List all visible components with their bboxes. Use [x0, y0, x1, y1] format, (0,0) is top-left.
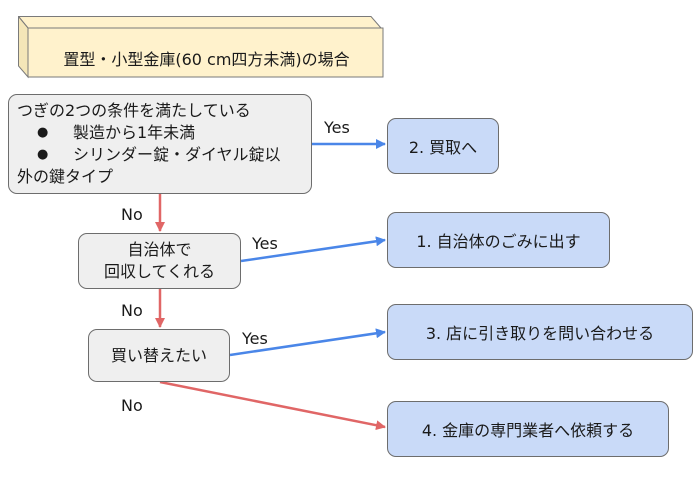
bullet-icon: ● — [37, 125, 49, 140]
no-label: No — [121, 205, 143, 224]
yes-label: Yes — [252, 234, 278, 253]
title-box-shape — [18, 16, 384, 79]
outcome-municipal: 1. 自治体のごみに出す — [387, 212, 610, 268]
condition-box: つぎの2つの条件を満たしている ● 製造から1年未満 ● シリンダー錠・ダイヤル… — [8, 94, 312, 194]
no-arrow-specialist — [159, 380, 386, 431]
condition-item-continued: 外の鍵タイプ — [17, 167, 114, 186]
rebuy-question: 買い替えたい — [88, 329, 230, 382]
title-text: 置型・小型金庫(60 cm四方未満)の場合 — [63, 50, 350, 69]
outcome-specialist: 4. 金庫の専門業者へ依頼する — [387, 401, 669, 457]
yes-arrow-municipal — [240, 236, 386, 263]
yes-label: Yes — [242, 329, 268, 348]
yes-label: Yes — [324, 118, 350, 137]
condition-item: ● 製造から1年未満 — [37, 123, 196, 142]
outcome-store: 3. 店に引き取りを問い合わせる — [387, 304, 693, 360]
condition-item: ● シリンダー錠・ダイヤル錠以 — [37, 145, 281, 164]
no-label: No — [121, 301, 143, 320]
title-box: 置型・小型金庫(60 cm四方未満)の場合 — [18, 16, 384, 79]
local-collection-question: 自治体で 回収してくれる — [78, 233, 241, 289]
no-label: No — [121, 396, 143, 415]
yes-arrow-store — [229, 328, 386, 357]
condition-intro: つぎの2つの条件を満たしている — [17, 101, 251, 120]
condition-list: ● 製造から1年未満 ● シリンダー錠・ダイヤル錠以 外の鍵タイプ — [17, 122, 303, 188]
bullet-icon: ● — [37, 147, 49, 162]
outcome-buyback: 2. 買取へ — [387, 118, 499, 174]
